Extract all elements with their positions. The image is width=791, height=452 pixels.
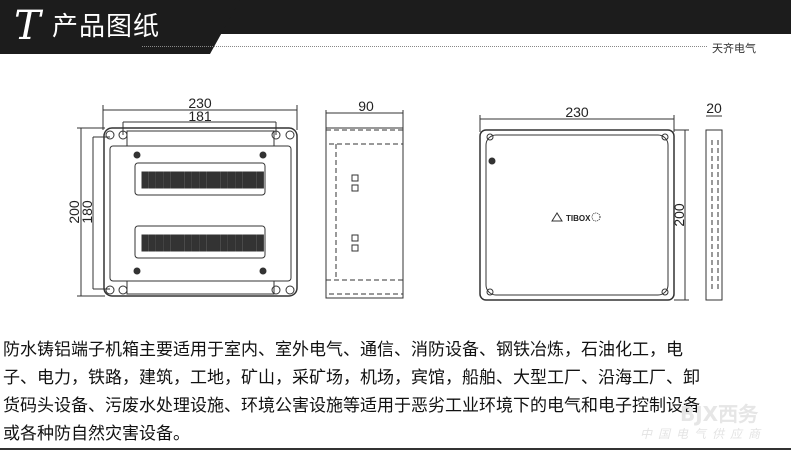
lid-side-view: 20 bbox=[705, 100, 723, 301]
product-drawing: 230 181 200 180 90 230 200 TIBOX 20 bbox=[66, 95, 723, 301]
terminal-strip-top bbox=[141, 171, 264, 189]
terminal bbox=[191, 234, 200, 252]
front-view: 230 181 200 180 bbox=[66, 95, 298, 297]
terminal bbox=[249, 171, 257, 189]
terminal bbox=[177, 171, 185, 189]
terminal-strip-bottom bbox=[141, 234, 264, 252]
terminal bbox=[249, 234, 257, 252]
screw bbox=[133, 151, 141, 159]
front-width-label: 230 bbox=[188, 95, 212, 111]
dotted-divider bbox=[142, 46, 707, 47]
terminal bbox=[155, 171, 164, 189]
front-inner-width-label: 181 bbox=[188, 108, 212, 124]
terminal bbox=[227, 171, 236, 189]
mounting-hole bbox=[271, 130, 281, 140]
terminal bbox=[184, 234, 192, 252]
terminal bbox=[177, 234, 185, 252]
mounting-hole bbox=[118, 130, 128, 140]
terminal bbox=[163, 234, 171, 252]
side-depth-label: 90 bbox=[358, 98, 374, 114]
terminal bbox=[220, 171, 228, 189]
watermark-logo: BJX西务 bbox=[680, 402, 759, 426]
page-title: 产品图纸 bbox=[52, 12, 161, 42]
screw bbox=[259, 151, 267, 159]
lid-view: 230 200 TIBOX bbox=[479, 104, 689, 301]
terminal bbox=[141, 171, 149, 189]
terminal bbox=[256, 171, 264, 189]
terminal bbox=[235, 171, 243, 189]
terminal bbox=[235, 234, 243, 252]
logo-letter: T bbox=[14, 3, 41, 49]
terminal bbox=[141, 234, 149, 252]
screw bbox=[259, 267, 267, 275]
terminal bbox=[199, 234, 207, 252]
mounting-hole bbox=[105, 130, 115, 140]
terminal bbox=[213, 234, 221, 252]
front-height-label: 200 bbox=[66, 200, 82, 224]
mounting-hole bbox=[105, 285, 115, 295]
header-logo-block: T 产品图纸 bbox=[0, 0, 240, 54]
lid-height-label: 200 bbox=[671, 203, 687, 227]
terminal bbox=[220, 234, 228, 252]
terminal bbox=[242, 171, 250, 189]
bottom-divider bbox=[0, 448, 791, 450]
mounting-hole bbox=[285, 285, 295, 295]
terminal bbox=[155, 234, 164, 252]
description-line: 子、电力，铁路，建筑，工地，矿山，采矿场，机场，宾馆，船舶、大型工厂、沿海工厂、… bbox=[3, 368, 700, 388]
screw bbox=[133, 267, 141, 275]
mounting-hole bbox=[271, 285, 281, 295]
mounting-hole bbox=[285, 130, 295, 140]
terminal bbox=[199, 171, 207, 189]
lid-logo-text: TIBOX bbox=[566, 214, 591, 223]
terminal bbox=[227, 234, 236, 252]
description-line: 或各种防自然灾害设备。 bbox=[3, 424, 190, 444]
front-inner-height-label: 180 bbox=[79, 200, 95, 224]
lid-depth-label: 20 bbox=[706, 100, 722, 116]
brand-name: 天齐电气 bbox=[712, 42, 756, 55]
terminal bbox=[148, 171, 156, 189]
description-line: 防水铸铝端子机箱主要适用于室内、室外电气、通信、消防设备、钢铁冶炼，石油化工，电 bbox=[3, 340, 683, 360]
terminal bbox=[191, 171, 200, 189]
product-description: 防水铸铝端子机箱主要适用于室内、室外电气、通信、消防设备、钢铁冶炼，石油化工，电… bbox=[3, 336, 788, 448]
terminal bbox=[170, 171, 178, 189]
side-view: 90 bbox=[325, 98, 404, 299]
terminal bbox=[148, 234, 156, 252]
lid-width-label: 230 bbox=[565, 104, 589, 120]
terminal bbox=[213, 171, 221, 189]
mounting-hole bbox=[118, 285, 128, 295]
terminal bbox=[163, 171, 171, 189]
terminal bbox=[206, 234, 214, 252]
terminal bbox=[206, 171, 214, 189]
terminal bbox=[170, 234, 178, 252]
description-line: 货码头设备、污废水处理设施、环境公害设施等适用于恶劣工业环境下的电气和电子控制设… bbox=[3, 396, 700, 416]
terminal bbox=[184, 171, 192, 189]
terminal bbox=[256, 234, 264, 252]
terminal bbox=[242, 234, 250, 252]
watermark-tagline: 中国电气供应商 bbox=[640, 427, 767, 441]
